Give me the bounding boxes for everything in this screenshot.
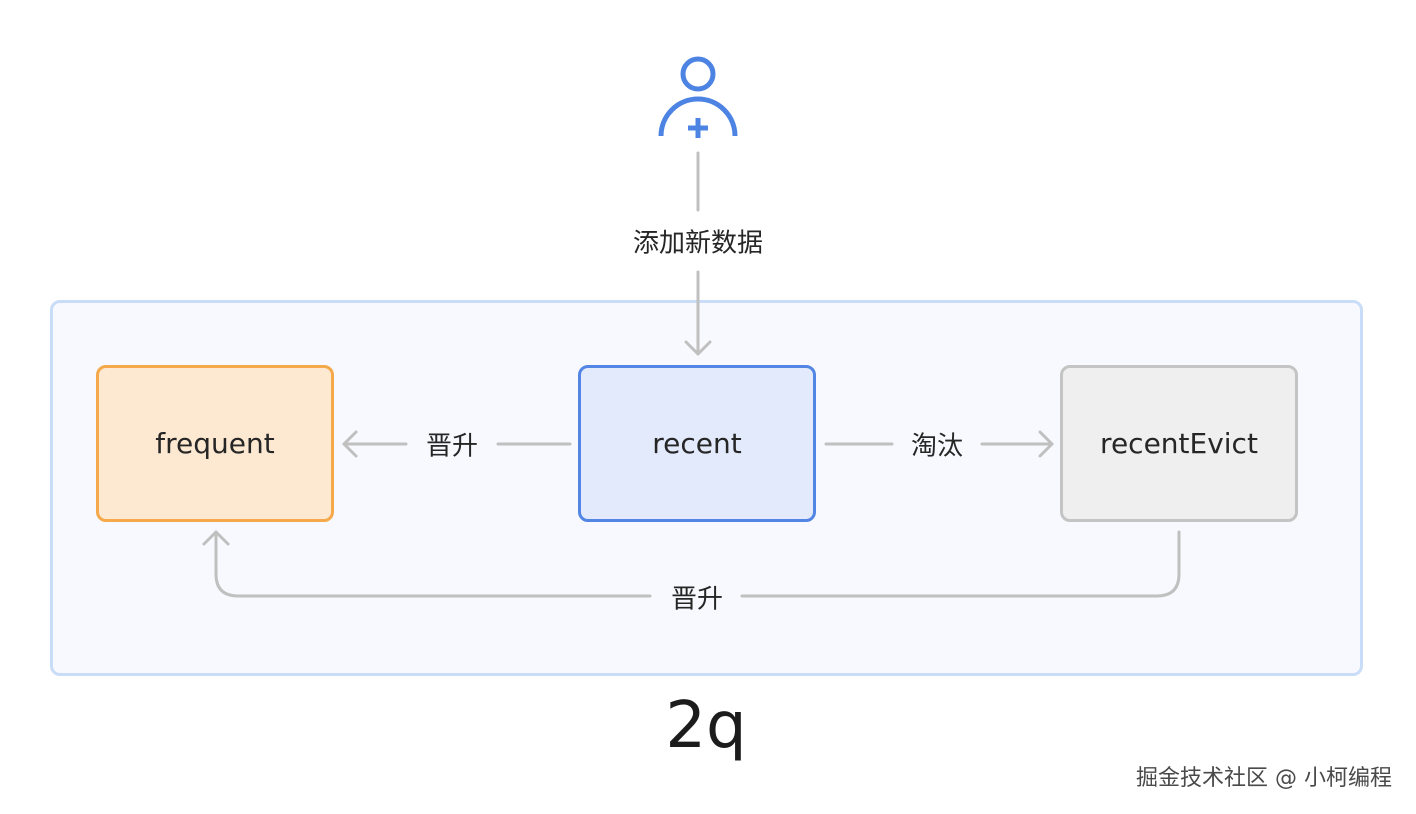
- edge-evict-promote-label: 晋升: [670, 584, 724, 615]
- edge-add-label: 添加新数据: [632, 228, 764, 259]
- edge-evict-label: 淘汰: [910, 431, 964, 462]
- edge-evict-promote-arrowhead: [202, 530, 230, 546]
- node-recent-label: recent: [652, 427, 742, 460]
- node-frequent: frequent: [96, 365, 334, 522]
- watermark: 掘金技术社区 @ 小柯编程: [1136, 766, 1392, 791]
- edge-promote-label: 晋升: [425, 431, 479, 462]
- diagram-caption: 2q: [665, 689, 747, 763]
- edge-evict-promote-path-right: [740, 530, 1181, 598]
- user-add-icon: [656, 54, 740, 144]
- edge-evict-arrowhead: [1038, 430, 1054, 458]
- edge-promote-arrowhead: [342, 430, 358, 458]
- node-frequent-label: frequent: [155, 427, 275, 460]
- edge-evict-promote-path-left: [214, 530, 652, 598]
- node-recent-evict: recentEvict: [1060, 365, 1298, 522]
- edge-add-arrowhead: [684, 340, 712, 356]
- node-recent: recent: [578, 365, 816, 522]
- node-recent-evict-label: recentEvict: [1100, 427, 1258, 460]
